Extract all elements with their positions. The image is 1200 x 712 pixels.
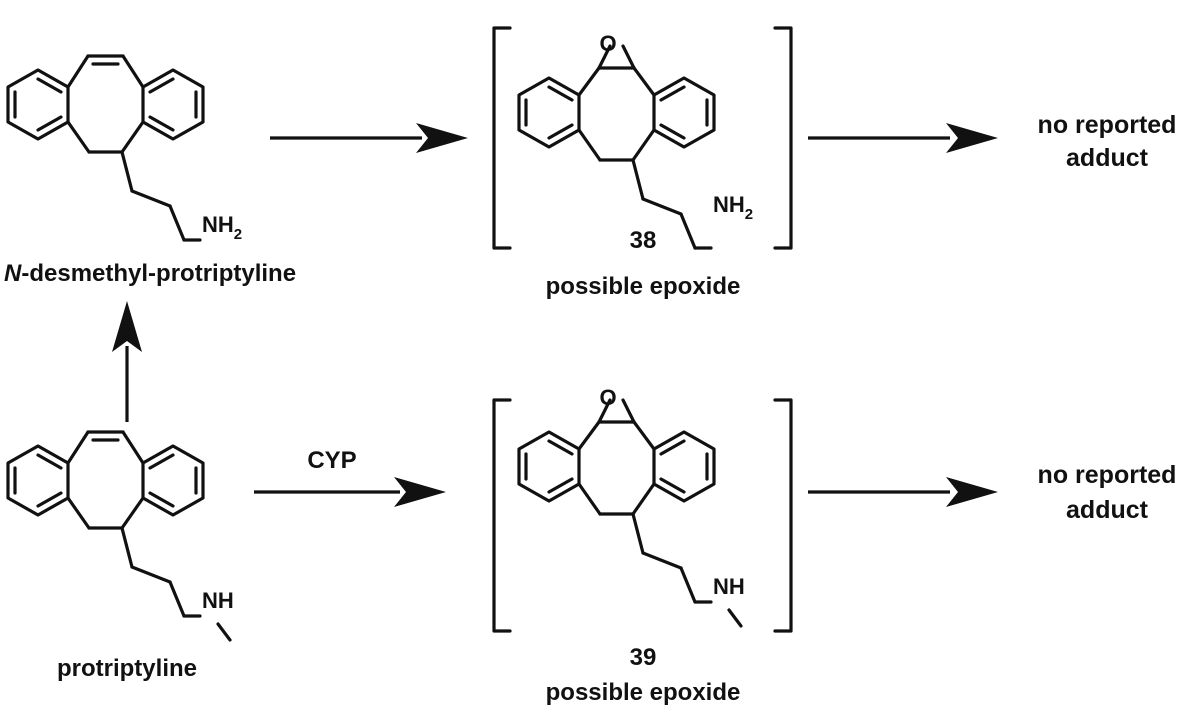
top-outcome-line1: no reported	[1038, 111, 1177, 139]
bottom-outcome-line2: adduct	[1066, 496, 1149, 524]
epoxide-38-oxygen: O	[599, 31, 616, 56]
bracket-right-39	[773, 398, 793, 633]
epoxide-38-caption: possible epoxide	[546, 273, 741, 300]
bracket-left-38	[492, 26, 512, 250]
epoxide-39-number: 39	[630, 644, 657, 671]
epoxide-38-structure: O NH2	[517, 31, 753, 250]
cyp-label: CYP	[307, 447, 356, 474]
epoxide-39-structure: O NH	[517, 385, 745, 628]
epoxide-38-number: 38	[630, 227, 657, 254]
epoxide-39-oxygen: O	[599, 385, 616, 410]
protriptyline-name: protriptyline	[57, 655, 197, 682]
epoxide-39-caption: possible epoxide	[546, 679, 741, 706]
arrow-demethylation	[112, 301, 142, 422]
desmethyl-name: N-desmethyl-protriptyline	[4, 260, 296, 287]
epoxide-39-amine-label: NH	[713, 574, 745, 599]
protriptyline-amine-label: NH	[202, 588, 234, 613]
arrow-to-epoxide-38	[270, 123, 468, 153]
arrow-to-top-outcome	[808, 123, 998, 153]
protriptyline-structure: NH	[6, 430, 234, 642]
desmethyl-amine-label: NH2	[202, 212, 242, 243]
arrow-cyp-oxidation	[254, 477, 446, 507]
bracket-left-39	[492, 398, 512, 633]
bottom-outcome-line1: no reported	[1038, 461, 1177, 489]
desmethyl-structure: NH2	[6, 54, 242, 243]
bracket-right-38	[773, 26, 793, 250]
arrow-to-bottom-outcome	[808, 477, 998, 507]
top-outcome-line2: adduct	[1066, 144, 1149, 172]
epoxide-38-amine-label: NH2	[713, 192, 753, 223]
